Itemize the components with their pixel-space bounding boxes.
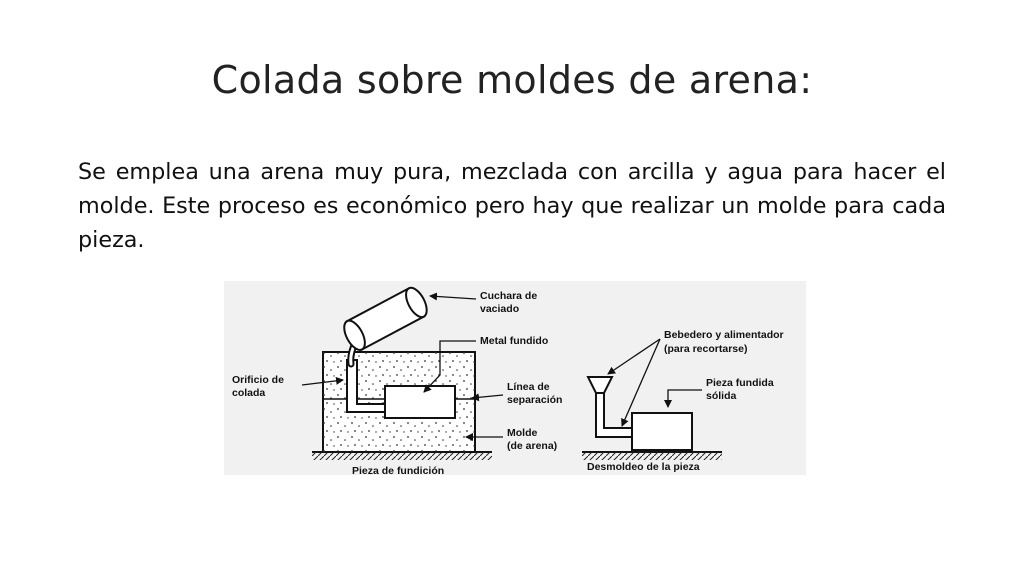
caption-shakeout: Desmoldeo de la pieza [587, 461, 700, 473]
mold-cavity [384, 385, 456, 419]
leader-gate-2 [621, 338, 661, 427]
label-ladle-2: vaciado [480, 303, 519, 315]
leader-sprue [301, 376, 344, 386]
slide-title: Colada sobre moldes de arena: [211, 58, 813, 102]
sprue-channel [346, 359, 386, 413]
label-gate-2: (para recortarse) [664, 343, 747, 355]
label-mold-1: Molde [507, 427, 537, 439]
leader-metal [423, 340, 476, 393]
label-casting-1: Pieza fundida [706, 377, 774, 389]
label-casting-2: sólida [706, 390, 737, 402]
label-parting-2: separación [507, 394, 562, 406]
leader-ladle [429, 292, 477, 301]
right-diagram: Bebedero y alimentador (para recortarse)… [582, 329, 784, 473]
label-sprue-1: Orificio de [232, 374, 284, 386]
label-gate-1: Bebedero y alimentador [664, 329, 784, 341]
label-mold-2: (de arena) [507, 440, 557, 452]
caption-casting: Pieza de fundición [352, 465, 444, 477]
leader-parting [471, 393, 504, 402]
solid-casting [631, 412, 693, 451]
leader-gate-1 [607, 338, 661, 375]
label-ladle-1: Cuchara de [480, 290, 537, 302]
sand-mold [322, 351, 476, 453]
ground-hatch-right [582, 452, 722, 460]
leader-casting [664, 389, 702, 408]
figure-background [224, 281, 806, 475]
slide-body-text: Se emplea una arena muy pura, mezclada c… [78, 159, 946, 253]
ground-hatch-left [312, 452, 492, 460]
left-diagram: Cuchara de vaciado Metal fundido Orifici… [232, 286, 562, 477]
label-sprue-2: colada [232, 387, 265, 399]
label-molten-metal: Metal fundido [480, 335, 548, 347]
pouring-ladle [343, 286, 428, 351]
label-parting-1: Línea de [507, 381, 550, 393]
